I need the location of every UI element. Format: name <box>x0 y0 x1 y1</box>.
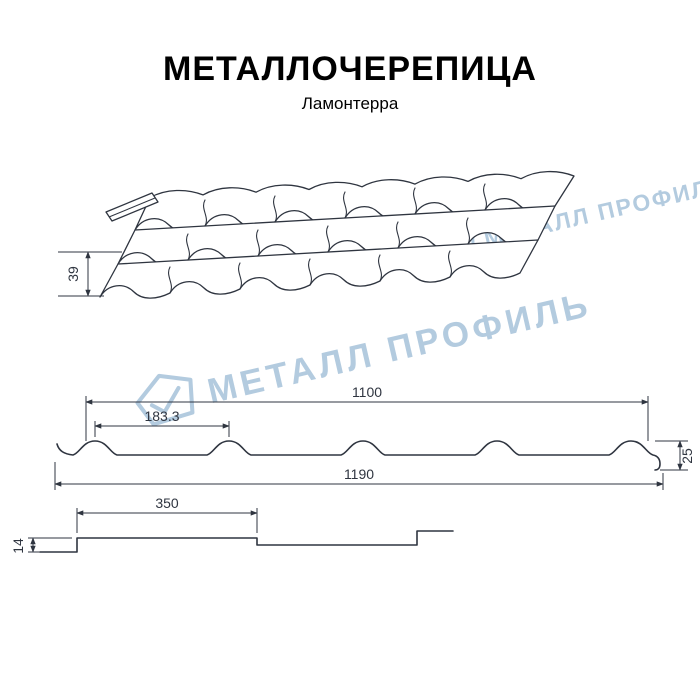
dimension-module-length: 350 <box>76 495 258 533</box>
step-height-label: 14 <box>10 538 26 554</box>
roof-perspective-view <box>99 170 575 299</box>
page-title: МЕТАЛЛОЧЕРЕПИЦА <box>163 50 537 88</box>
wave-height-label: 25 <box>679 448 695 464</box>
profile-outline <box>56 440 661 471</box>
page-subtitle: Ламонтерра <box>301 94 399 113</box>
dimension-wave-pitch: 183.3 <box>94 408 230 437</box>
dimension-cover-width: 1100 <box>85 384 649 441</box>
module-length-label: 350 <box>155 495 179 511</box>
step-profile-outline <box>39 530 454 553</box>
overall-width-label: 1190 <box>344 466 374 482</box>
dimension-eave-height: 39 <box>58 251 122 297</box>
eave-height-label: 39 <box>65 266 81 282</box>
brand-logo-icon <box>135 373 195 427</box>
watermark-middle: МЕТАЛЛ ПРОФИЛЬ <box>135 285 595 427</box>
profile-cross-section: 1100 183.3 25 1190 <box>54 384 695 490</box>
longitudinal-step-profile: 350 14 <box>10 495 454 554</box>
wave-pitch-label: 183.3 <box>144 408 179 424</box>
dimension-step-height: 14 <box>10 537 72 554</box>
watermark-brand-text: МЕТАЛЛ ПРОФИЛЬ <box>204 285 595 411</box>
tile-column-curves <box>168 183 487 294</box>
cover-width-label: 1100 <box>352 384 382 400</box>
dimension-wave-height: 25 <box>655 440 695 471</box>
ridge-cap-inner-line <box>108 197 156 218</box>
dimension-overall-width: 1190 <box>54 462 664 490</box>
